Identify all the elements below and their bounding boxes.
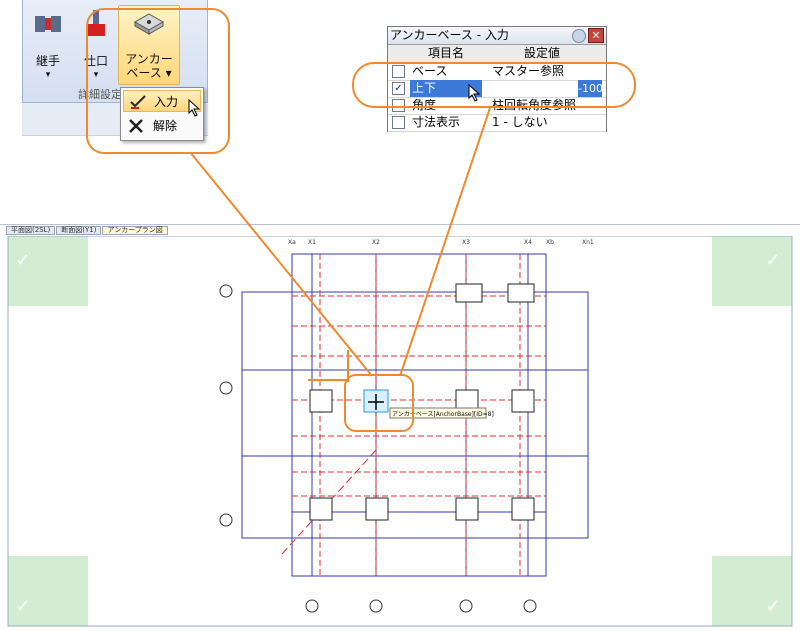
column-base (309, 389, 333, 413)
crosshair-cursor-icon (368, 394, 384, 410)
joint-label: 継手 (35, 54, 60, 68)
anchor-base-label-line2: ベース ▾ (126, 66, 172, 80)
joint-icon (35, 16, 61, 32)
connector-line (189, 151, 373, 377)
dialog-close-button[interactable]: ✕ (588, 28, 604, 43)
menu-item-release[interactable]: 解除 (123, 115, 201, 137)
building-outline (291, 253, 547, 577)
column-header-value: 設定値 (524, 46, 561, 60)
column-base (455, 497, 479, 521)
column-base (455, 283, 483, 303)
joint-dropdown-arrow-icon: ▾ (45, 70, 51, 80)
cad-drawing: アンカーベース[AnchorBase][ID=8] Xa X1 X2 X3 X4… (7, 236, 793, 627)
grid-label-top: Xn1 (582, 239, 594, 246)
row-value[interactable]: マスター参照 (492, 64, 565, 78)
corner-shade (8, 236, 88, 306)
tab-plan[interactable]: 平面図(2SL) (6, 226, 56, 235)
anchor-base-button[interactable]: アンカー ベース ▾ (118, 5, 180, 85)
ribbon-group-label: 詳細設定 (78, 88, 122, 101)
grid-label-top: X2 (372, 239, 380, 246)
tooltip-box (389, 407, 487, 419)
check-icon: ✓ (15, 596, 31, 617)
corner-shade (712, 556, 792, 626)
dialog-row-angle[interactable]: 角度 柱回転角度参照 (388, 97, 606, 115)
pin-icon[interactable] (572, 29, 586, 43)
column-base (365, 497, 389, 521)
grid-bubble (459, 599, 473, 613)
grid-bubble (219, 381, 233, 395)
row-name: 上下 (410, 80, 482, 97)
menu-item-input-label: 入力 (154, 95, 179, 109)
check-icon: ✓ (15, 250, 31, 271)
row-value-input[interactable]: -100 (578, 80, 603, 97)
dialog-row-dimension[interactable]: 寸法表示 1 - しない (388, 114, 606, 132)
check-icon: ✓ (765, 250, 781, 271)
column-base (511, 389, 535, 413)
joint-button[interactable]: 継手 ▾ (30, 8, 66, 80)
anchor-base-label-line1: アンカー (125, 52, 173, 66)
tooltip-text: アンカーベース[AnchorBase][ID=8] (392, 411, 494, 418)
column-base (507, 283, 535, 303)
dialog-row-updown[interactable]: ✓ 上下 -100 (388, 80, 606, 102)
row-value[interactable]: 1 - しない (492, 115, 548, 129)
dialog-title: アンカーベース - 入力 (390, 28, 509, 42)
shikuchi-label: 仕口 (83, 54, 108, 68)
grid-bubble (523, 599, 537, 613)
drawing-tabs: 平面図(2SL)断面図(Y1)アンカープラン図 (6, 226, 169, 235)
column-header-item: 項目名 (428, 46, 465, 60)
grid-label-top: X1 (308, 239, 316, 246)
outer-wall-line (241, 291, 589, 539)
row-checkbox-checked[interactable]: ✓ (392, 82, 405, 95)
ribbon-panel: 継手 ▾ 仕口 ▾ アンカー ベース ▾ 詳細設定 入力 (0, 0, 210, 155)
grid-bubble (305, 599, 319, 613)
row-checkbox[interactable] (392, 65, 405, 78)
anchor-base-menu: 入力 解除 (120, 87, 204, 141)
shikuchi-dropdown-arrow-icon: ▾ (93, 70, 99, 80)
grid-bubble (219, 284, 233, 298)
menu-item-release-label: 解除 (153, 119, 178, 133)
row-name: ベース (412, 64, 448, 78)
connector-line (399, 107, 491, 377)
grid-label-top: Xb (546, 239, 554, 246)
corner-shade (8, 556, 88, 626)
grid-bubble (369, 599, 383, 613)
check-icon: ✓ (765, 596, 781, 617)
row-name: 寸法表示 (412, 115, 461, 129)
callout-dialog-highlight (352, 62, 636, 108)
row-value[interactable]: 柱回転角度参照 (492, 98, 577, 112)
grid-bubble (219, 513, 233, 527)
grid-label-top: X4 (524, 239, 532, 246)
menu-item-input[interactable]: 入力 (123, 90, 201, 117)
tab-section[interactable]: 断面図(Y1) (56, 226, 102, 235)
row-checkbox[interactable] (392, 99, 405, 112)
anchor-base-input-dialog: アンカーベース - 入力 ✕ 項目名 設定値 ベース マスター参照 ✓ 上下 -… (387, 26, 607, 132)
grid-label-top: Xa (288, 239, 296, 246)
column-base (309, 497, 333, 521)
callout-drawing-highlight (344, 374, 414, 432)
column-base (511, 497, 535, 521)
mouse-cursor-icon (188, 99, 201, 117)
anchor-base-icon (133, 13, 165, 35)
drawing-frame (7, 236, 793, 627)
corner-shade (712, 236, 792, 306)
grid-label-top: X3 (462, 239, 470, 246)
dialog-title-bar[interactable]: アンカーベース - 入力 ✕ (388, 27, 606, 45)
callout-ribbon-highlight (86, 8, 230, 154)
tab-anchor-plan[interactable]: アンカープラン図 (102, 226, 168, 235)
pencil-check-icon (130, 95, 146, 109)
close-icon (129, 119, 143, 133)
row-name: 角度 (412, 98, 437, 112)
dialog-row-base[interactable]: ベース マスター参照 (388, 63, 606, 81)
row-checkbox[interactable] (392, 116, 405, 129)
mouse-cursor-icon (468, 84, 481, 102)
